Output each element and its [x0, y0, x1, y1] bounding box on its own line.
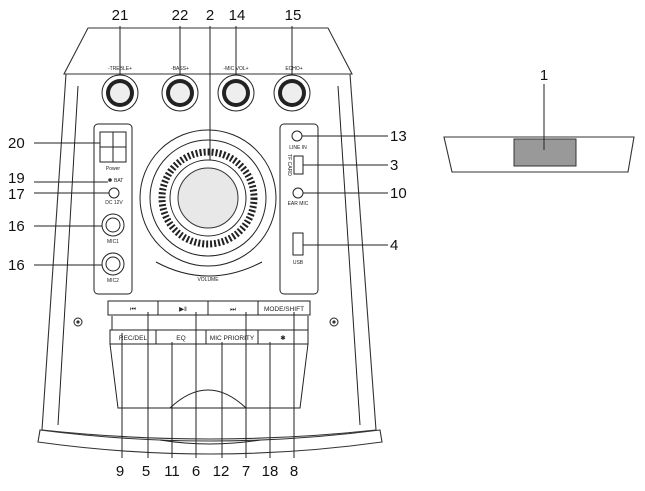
mic-priority-label: MIC PRIORITY: [210, 335, 255, 342]
callout-15: 15: [285, 7, 302, 24]
echo-label: ECHO+: [285, 66, 302, 72]
callout-16-top: 16: [8, 218, 25, 235]
mode-shift-label: MODE/SHIFT: [264, 306, 304, 313]
callout-9: 9: [116, 463, 124, 480]
next-icon: ⏭: [230, 306, 236, 313]
callout-5: 5: [142, 463, 150, 480]
knob-mic-vol[interactable]: [217, 74, 255, 112]
bluetooth-icon: ✱: [280, 334, 286, 342]
tray-outline: [109, 343, 309, 409]
tf-card-label: TF CARD: [286, 154, 292, 176]
callout-11: 11: [164, 463, 180, 480]
knob-bass[interactable]: [161, 74, 199, 112]
rec-del-label: REC/DEL: [119, 335, 148, 342]
usb-label: USB: [293, 260, 304, 266]
knob-echo[interactable]: [273, 74, 311, 112]
button-row-2: REC/DEL EQ MIC PRIORITY ✱: [109, 329, 309, 345]
dc-label: DC 12V: [105, 200, 123, 206]
cabinet-top: [63, 27, 353, 75]
callout-14: 14: [229, 7, 246, 24]
cabinet-outline: [41, 73, 377, 440]
screw-left-center: [76, 320, 80, 324]
screw-right-center: [332, 320, 336, 324]
callout-3: 3: [390, 157, 398, 174]
mode-shift-button[interactable]: [257, 300, 311, 316]
callout-18: 18: [262, 463, 279, 480]
callout-17: 17: [8, 186, 25, 203]
eq-label: EQ: [176, 335, 185, 342]
screw-right: [329, 317, 339, 327]
play-pause-icon: ▶‖: [179, 306, 187, 313]
callout-2: 2: [206, 7, 214, 24]
callout-12: 12: [213, 463, 230, 480]
ear-mic-label: EAR MIC: [288, 201, 309, 207]
cabinet-base: [37, 429, 383, 455]
volume-arc: [155, 261, 263, 277]
tray-cutout: [169, 389, 247, 409]
callout-16-bottom: 16: [8, 257, 25, 274]
callout-22: 22: [172, 7, 189, 24]
cabinet-right-edge: [337, 85, 361, 426]
callout-4: 4: [390, 237, 398, 254]
callout-10: 10: [390, 185, 407, 202]
button-row-1: ⏮ ▶‖ ⏭ MODE/SHIFT: [107, 300, 311, 316]
callout-20: 20: [8, 135, 25, 152]
callout-13: 13: [390, 128, 407, 145]
mic2-jack[interactable]: [101, 252, 125, 276]
prev-icon: ⏮: [130, 306, 136, 313]
callout-19: 19: [8, 170, 25, 187]
bat-label: BAT: [114, 178, 123, 184]
callout-6: 6: [192, 463, 200, 480]
usb-port[interactable]: [292, 232, 304, 256]
left-panel: Power BAT DC 12V MIC1 MIC2: [93, 123, 133, 295]
remote-panel: [513, 138, 577, 167]
bluetooth-button[interactable]: [257, 329, 309, 345]
callout-21: 21: [112, 7, 129, 24]
remote-top-view: [443, 136, 635, 173]
mic1-jack[interactable]: [101, 213, 125, 237]
volume-knob[interactable]: [139, 129, 277, 267]
callout-lines: [34, 26, 545, 458]
right-panel: LINE IN TF CARD EAR MIC USB: [279, 123, 319, 295]
power-label: Power: [106, 166, 121, 172]
screw-left: [73, 317, 83, 327]
cabinet-base-recess: [159, 439, 261, 445]
callout-1: 1: [540, 67, 548, 84]
callout-numbers: 21 22 2 14 15 20 19 17 16 16 13 3 10 4 9…: [8, 7, 548, 480]
callout-8: 8: [290, 463, 298, 480]
mic2-label: MIC2: [107, 278, 119, 284]
front-tray: [109, 316, 309, 409]
callout-7: 7: [242, 463, 250, 480]
mic1-label: MIC1: [107, 239, 119, 245]
line-in-label: LINE IN: [289, 145, 307, 151]
battery-led: [108, 178, 112, 182]
volume-label: VOLUME: [197, 277, 219, 283]
knob-treble[interactable]: [101, 74, 139, 112]
